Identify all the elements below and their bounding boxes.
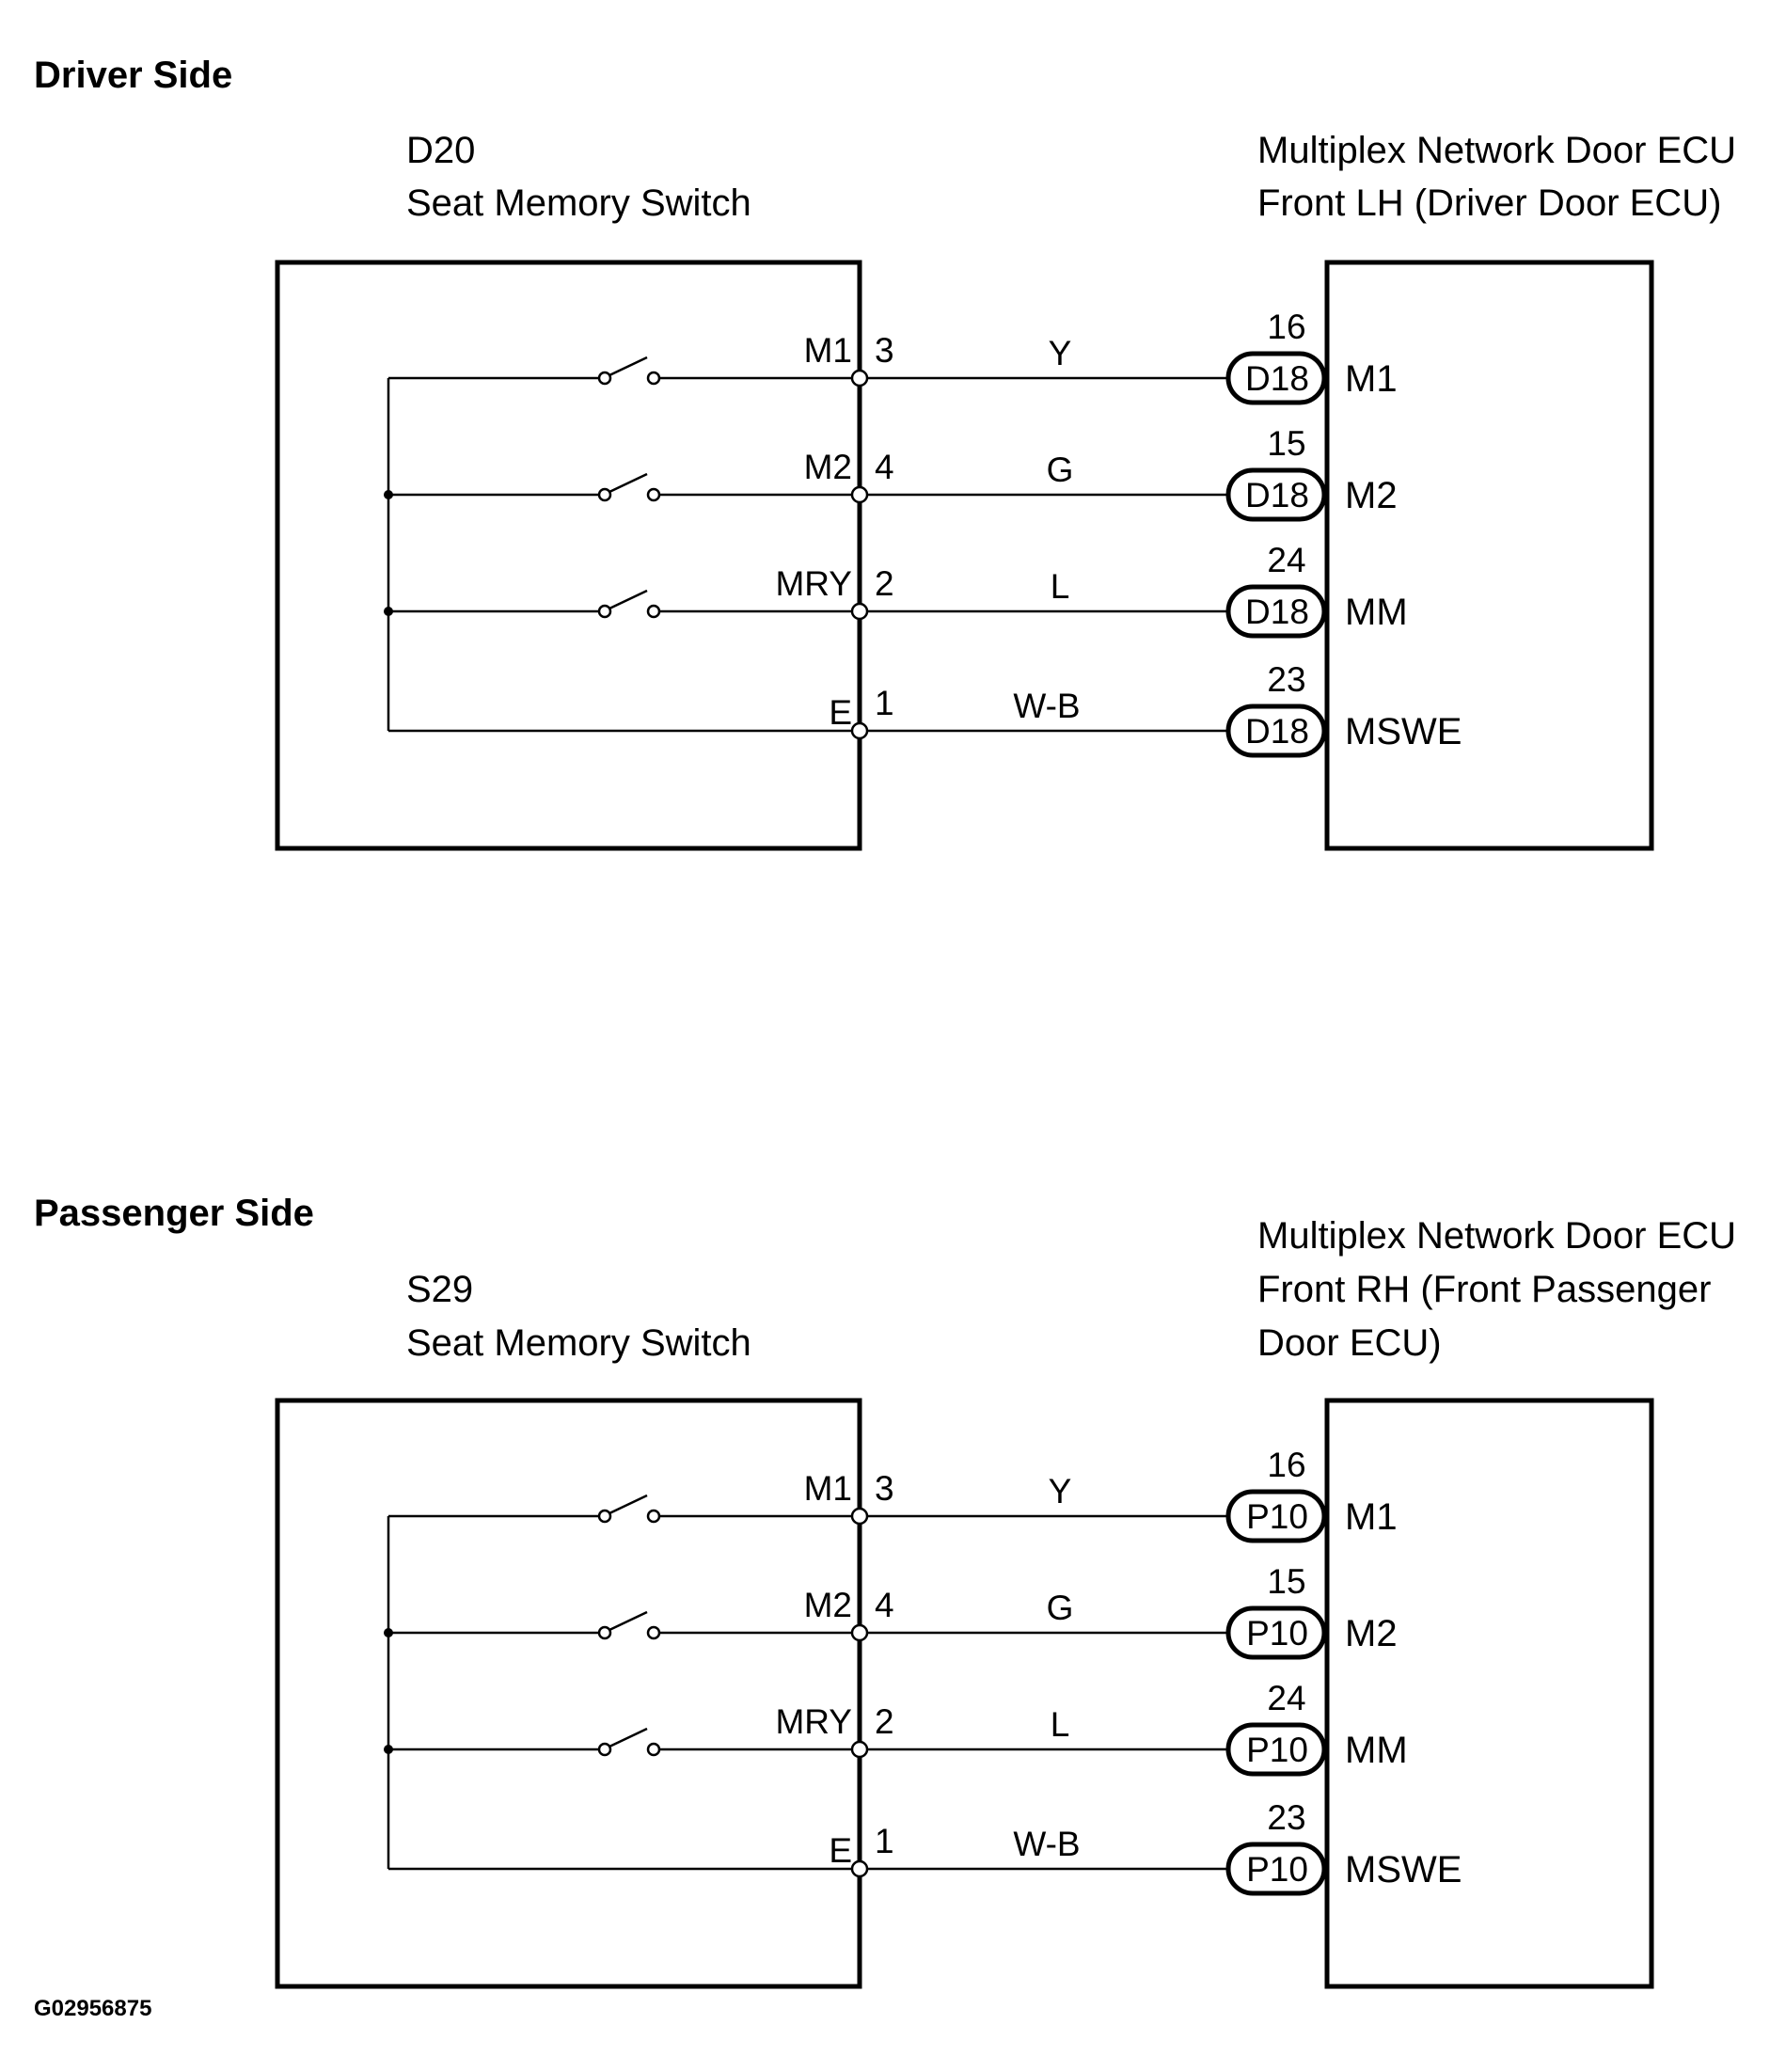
ecu-box [1324,260,1654,851]
terminal-dot [850,1859,869,1878]
switch-terminal-label: M1 [804,331,852,370]
ecu-name-line: Front RH (Front Passenger [1257,1269,1711,1310]
ecu-pin-number: 15 [1267,1562,1305,1601]
connector-code: P10 [1246,1614,1308,1653]
wire-color-label: Y [1049,1472,1072,1511]
section-title: Driver Side [34,55,232,96]
switch-pin-number: 4 [875,448,894,486]
connector-code: D18 [1245,712,1309,751]
ecu-terminal-label: M1 [1345,358,1398,400]
ecu-terminal-label: MM [1345,1730,1408,1771]
switch-contact-icon [597,356,661,386]
switch-pin-number: 1 [875,1822,894,1860]
switch-terminal-label: MRY [775,564,852,603]
connector-pill: P10 [1225,1842,1327,1896]
connector-code: P10 [1246,1850,1308,1889]
switch-terminal-label: M2 [804,1586,852,1624]
switch-terminal-label: M2 [804,448,852,486]
section-title: Passenger Side [34,1193,314,1234]
ecu-terminal-label: M2 [1345,475,1398,516]
ecu-terminal-label: MM [1345,592,1408,633]
connector-code: D18 [1245,359,1309,398]
wire-color-label: G [1047,1589,1074,1627]
switch-pin-number: 3 [875,331,894,370]
switch-code: D20 [406,130,475,171]
connector-code: D18 [1245,593,1309,631]
switch-terminal-label: M1 [804,1469,852,1508]
switch-contact-icon [597,1727,661,1757]
terminal-dot [850,721,869,740]
switch-contact-icon [597,472,661,502]
wire-color-label: W-B [1013,687,1080,725]
ecu-terminal-label: MSWE [1345,1849,1462,1890]
wire-color-label: W-B [1013,1825,1080,1863]
ecu-pin-number: 24 [1267,1679,1305,1717]
ecu-name-line: Front LH (Driver Door ECU) [1257,182,1721,224]
ecu-name-line: Door ECU) [1257,1322,1442,1364]
terminal-dot [850,369,869,388]
wire-color-label: L [1051,1705,1070,1744]
ecu-pin-number: 16 [1267,308,1305,346]
terminal-dot [850,1507,869,1526]
connector-pill: D18 [1225,704,1327,758]
ecu-pin-number: 23 [1267,660,1305,699]
ecu-terminal-label: M1 [1345,1496,1398,1538]
ecu-box [1324,1398,1654,1989]
connector-pill: D18 [1225,351,1327,405]
switch-contact-icon [597,1610,661,1640]
switch-pin-number: 1 [875,684,894,722]
connector-code: P10 [1246,1497,1308,1536]
switch-pin-number: 3 [875,1469,894,1508]
connector-code: P10 [1246,1731,1308,1769]
connector-pill: D18 [1225,584,1327,639]
connector-pill: P10 [1225,1605,1327,1660]
connector-pill: P10 [1225,1489,1327,1543]
connector-pill: D18 [1225,467,1327,522]
diagram-code: G02956875 [34,1996,151,2021]
ecu-name-line: Multiplex Network Door ECU [1257,130,1736,171]
switch-name: Seat Memory Switch [406,1322,751,1364]
switch-pin-number: 4 [875,1586,894,1624]
ecu-pin-number: 15 [1267,424,1305,463]
connector-code: D18 [1245,476,1309,514]
wire-color-label: Y [1049,334,1072,372]
ecu-terminal-label: M2 [1345,1613,1398,1654]
terminal-dot [850,485,869,504]
terminal-dot [850,1740,869,1759]
terminal-dot [850,1623,869,1642]
ecu-name-line: Multiplex Network Door ECU [1257,1215,1736,1257]
switch-code: S29 [406,1269,473,1310]
switch-pin-number: 2 [875,564,894,603]
switch-contact-icon [597,589,661,619]
switch-pin-number: 2 [875,1702,894,1741]
switch-terminal-label: E [829,1831,852,1870]
switch-terminal-label: E [829,693,852,732]
connector-pill: P10 [1225,1722,1327,1777]
switch-box [275,1398,862,1989]
ecu-terminal-label: MSWE [1345,711,1462,752]
ecu-pin-number: 16 [1267,1446,1305,1484]
wire-color-label: L [1051,567,1070,606]
ecu-pin-number: 24 [1267,541,1305,579]
switch-name: Seat Memory Switch [406,182,751,224]
switch-box [275,260,862,851]
ecu-pin-number: 23 [1267,1798,1305,1837]
wire-color-label: G [1047,451,1074,489]
switch-contact-icon [597,1494,661,1524]
switch-terminal-label: MRY [775,1702,852,1741]
terminal-dot [850,602,869,621]
